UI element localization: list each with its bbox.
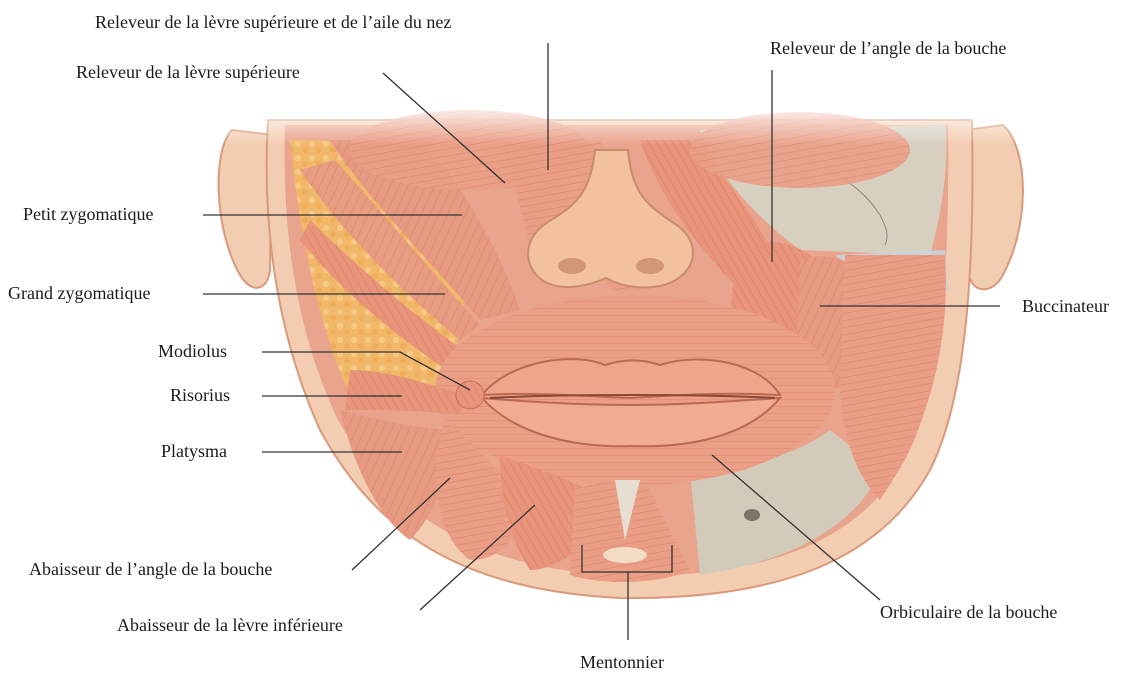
label-grand-zygomatique: Grand zygomatique [8,283,150,303]
label-modiolus: Modiolus [158,341,227,361]
label-orbiculaire: Orbiculaire de la bouche [880,602,1057,622]
label-buccinateur: Buccinateur [1022,296,1109,316]
label-risorius: Risorius [170,385,230,405]
right-ear [966,125,1023,289]
label-platysma: Platysma [161,441,227,461]
label-abaisseur-angle: Abaisseur de l’angle de la bouche [29,559,272,579]
label-releveur-aile-nez: Releveur de la lèvre supérieure et de l’… [95,12,451,32]
label-abaisseur-levre: Abaisseur de la lèvre inférieure [117,615,343,635]
label-releveur-angle: Releveur de l’angle de la bouche [770,38,1006,58]
left-ear [219,130,272,288]
label-petit-zygomatique: Petit zygomatique [23,204,153,224]
label-mentonnier: Mentonnier [580,652,664,672]
label-releveur-levre-sup: Releveur de la lèvre supérieure [76,62,300,82]
